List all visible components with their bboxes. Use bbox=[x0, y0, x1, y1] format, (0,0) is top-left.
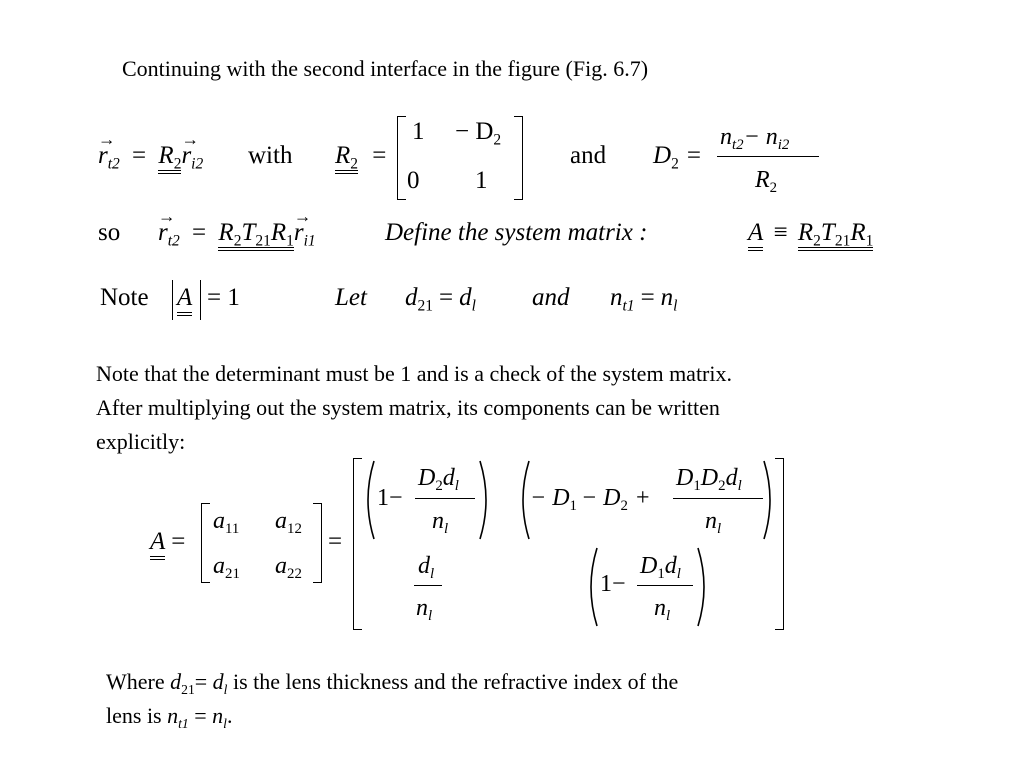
where-line-2: lens is nt1 = nl. bbox=[106, 703, 233, 731]
matrix-A: A= bbox=[150, 528, 185, 560]
bracket-left bbox=[397, 116, 406, 200]
big-bracket-left bbox=[353, 458, 362, 630]
det-A: A bbox=[177, 284, 193, 316]
eq-note: Note bbox=[100, 284, 149, 311]
paren-left-22 bbox=[590, 547, 598, 627]
matrix-r2-m21: 0 bbox=[407, 167, 420, 194]
den-21: nl bbox=[416, 595, 433, 625]
eq-D2: D2= bbox=[653, 142, 701, 173]
a12: a12 bbox=[275, 508, 302, 538]
expr-12: − D1− D2+ bbox=[530, 485, 650, 515]
matrix-r2-m12: − D2 bbox=[455, 118, 502, 149]
num-11: D2dl bbox=[418, 465, 459, 495]
num-21: dl bbox=[418, 553, 435, 583]
num-12: D1D2dl bbox=[676, 465, 742, 495]
num-22: D1dl bbox=[640, 553, 681, 583]
det-bar-right bbox=[200, 280, 201, 320]
paren-left-12 bbox=[522, 460, 530, 540]
eq-system-matrix: A ≡ R2T21R1 bbox=[748, 219, 874, 251]
a22: a22 bbox=[275, 553, 302, 583]
eq-d21: d21=dl bbox=[405, 284, 476, 315]
a-bracket-right bbox=[313, 503, 322, 583]
paragraph-line-3: explicitly: bbox=[96, 429, 186, 454]
paren-right-22 bbox=[697, 547, 705, 627]
bracket-right bbox=[514, 116, 523, 200]
frac-line-11 bbox=[415, 498, 475, 499]
den-11: nl bbox=[432, 508, 449, 538]
eq-with: with bbox=[248, 142, 293, 169]
one-minus-22: 1− bbox=[600, 571, 626, 597]
frac-num: nt2− ni2 bbox=[720, 124, 790, 154]
paren-right-11 bbox=[479, 460, 487, 540]
frac-line-21 bbox=[414, 585, 442, 586]
frac-den: R2 bbox=[755, 167, 778, 197]
eq-r-t2-product: rt2 = R2T21R1ri1 bbox=[158, 206, 316, 251]
den-22: nl bbox=[654, 595, 671, 625]
a11: a11 bbox=[213, 508, 240, 538]
den-12: nl bbox=[705, 508, 722, 538]
big-bracket-right bbox=[775, 458, 784, 630]
frac-line-12 bbox=[673, 498, 763, 499]
det-bar-left bbox=[172, 280, 173, 320]
a21: a21 bbox=[213, 553, 240, 583]
fraction-line bbox=[717, 156, 819, 157]
eq-nt1: nt1=nl bbox=[610, 284, 678, 315]
paren-left-11 bbox=[367, 460, 375, 540]
eq-so: so bbox=[98, 219, 121, 246]
paragraph-line-2: After multiplying out the system matrix,… bbox=[96, 395, 720, 420]
eq3-and: and bbox=[532, 284, 570, 311]
eq-and: and bbox=[570, 142, 607, 169]
frac-line-22 bbox=[637, 585, 693, 586]
matrix-r2-m11: 1 bbox=[412, 118, 425, 145]
eq-let: Let bbox=[335, 284, 367, 311]
paren-right-12 bbox=[763, 460, 771, 540]
eq-R2-def: R2 = bbox=[335, 142, 387, 174]
det-equals-one: = 1 bbox=[207, 284, 240, 311]
matrix-r2-m22: 1 bbox=[475, 167, 488, 194]
matrix-eq2: = bbox=[328, 528, 343, 555]
define-system-matrix: Define the system matrix : bbox=[385, 219, 648, 246]
intro-text: Continuing with the second interface in … bbox=[122, 56, 649, 81]
a-bracket-left bbox=[201, 503, 210, 583]
eq-r-t2: rt2 = R2ri2 bbox=[98, 129, 203, 174]
where-line-1: Where d21= dl is the lens thickness and … bbox=[106, 669, 679, 697]
paragraph-line-1: Note that the determinant must be 1 and … bbox=[96, 361, 732, 386]
one-minus-11: 1− bbox=[377, 485, 403, 511]
